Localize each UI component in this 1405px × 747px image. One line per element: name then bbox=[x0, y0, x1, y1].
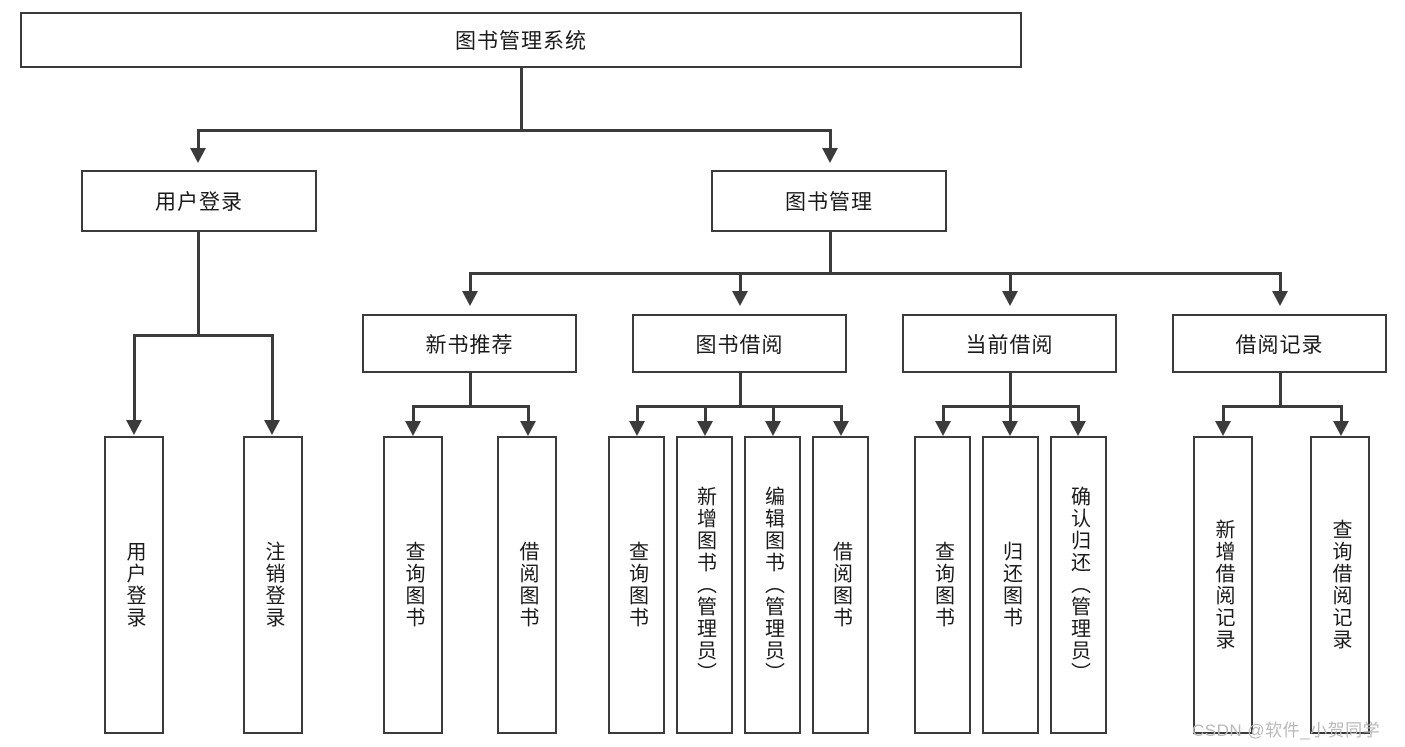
node-label: 图书管理 bbox=[785, 191, 873, 214]
arrow-to-leaf-query-book-1 bbox=[405, 421, 421, 436]
connector-root-bus bbox=[197, 129, 832, 132]
connector-drop-book-borrow bbox=[739, 272, 742, 292]
connector-drop-nbr-1 bbox=[412, 405, 415, 422]
csdn-watermark: CSDN @软件_小贺同学 bbox=[1192, 721, 1381, 740]
connector-drop-cb-1 bbox=[942, 405, 945, 422]
leaf-label: 注销登录 bbox=[262, 541, 284, 629]
connector-borrow-record-stem bbox=[1279, 373, 1282, 406]
leaf-query-book-1[interactable]: 查询图书 bbox=[383, 436, 443, 734]
leaf-label: 查询图书 bbox=[931, 541, 954, 629]
leaf-return-book[interactable]: 归还图书 bbox=[982, 436, 1039, 734]
connector-drop-bb-2 bbox=[704, 405, 707, 422]
arrow-to-leaf-query-book-3 bbox=[935, 421, 951, 436]
node-label: 图书管理系统 bbox=[455, 30, 587, 53]
connector-drop-br-2 bbox=[1340, 405, 1343, 422]
leaf-label: 借阅图书 bbox=[829, 541, 852, 629]
leaf-user-login[interactable]: 用户登录 bbox=[104, 436, 164, 734]
connector-drop-cb-3 bbox=[1077, 405, 1080, 422]
connector-drop-br-1 bbox=[1222, 405, 1225, 422]
arrow-to-leaf-logout-login bbox=[264, 420, 280, 435]
node-label: 借阅记录 bbox=[1235, 333, 1324, 357]
node-book-management[interactable]: 图书管理 bbox=[711, 170, 947, 232]
connector-user-login-drop-2 bbox=[271, 334, 274, 421]
connector-book-management-stem bbox=[829, 232, 832, 273]
connector-drop-bb-3 bbox=[772, 405, 775, 422]
connector-new-book-recommend-stem bbox=[469, 373, 472, 406]
node-new-book-recommend[interactable]: 新书推荐 bbox=[362, 314, 577, 373]
arrow-to-new-book-recommend bbox=[462, 291, 478, 306]
leaf-query-book-3[interactable]: 查询图书 bbox=[914, 436, 971, 734]
connector-user-login-stem bbox=[197, 232, 200, 335]
leaf-label: 确认归还（管理员） bbox=[1067, 486, 1090, 684]
connector-drop-borrow-record bbox=[1279, 272, 1282, 292]
arrow-to-current-borrow bbox=[1002, 291, 1018, 306]
arrow-to-leaf-edit-book bbox=[765, 421, 781, 436]
leaf-label: 查询图书 bbox=[402, 541, 424, 629]
node-label: 当前借阅 bbox=[965, 333, 1054, 357]
node-book-management-system[interactable]: 图书管理系统 bbox=[20, 12, 1022, 68]
leaf-query-record[interactable]: 查询借阅记录 bbox=[1310, 436, 1370, 734]
connector-borrow-record-bus bbox=[1222, 405, 1340, 408]
leaf-label: 编辑图书（管理员） bbox=[761, 486, 784, 684]
leaf-add-record[interactable]: 新增借阅记录 bbox=[1193, 436, 1253, 734]
node-book-borrow[interactable]: 图书借阅 bbox=[632, 314, 847, 373]
leaf-label: 归还图书 bbox=[999, 541, 1022, 629]
node-current-borrow[interactable]: 当前借阅 bbox=[902, 314, 1117, 373]
arrow-to-leaf-add-record bbox=[1215, 421, 1231, 436]
arrow-to-leaf-add-book bbox=[697, 421, 713, 436]
node-label: 新书推荐 bbox=[425, 333, 514, 357]
arrow-to-user-login bbox=[190, 148, 206, 163]
connector-root-to-book-management bbox=[829, 129, 832, 149]
connector-root-to-user-login bbox=[197, 129, 200, 149]
arrow-to-leaf-query-record bbox=[1333, 421, 1349, 436]
leaf-label: 查询借阅记录 bbox=[1329, 519, 1351, 651]
leaf-confirm-return[interactable]: 确认归还（管理员） bbox=[1050, 436, 1107, 734]
connector-new-book-recommend-bus bbox=[412, 405, 527, 408]
connector-drop-nbr-2 bbox=[527, 405, 530, 422]
connector-user-login-drop-1 bbox=[133, 334, 136, 421]
arrow-to-leaf-user-login bbox=[126, 420, 142, 435]
arrow-to-book-borrow bbox=[732, 291, 748, 306]
leaf-label: 用户登录 bbox=[123, 541, 145, 629]
node-label: 图书借阅 bbox=[695, 333, 784, 357]
leaf-logout-login[interactable]: 注销登录 bbox=[243, 436, 303, 734]
leaf-query-book-2[interactable]: 查询图书 bbox=[608, 436, 665, 734]
connector-drop-bb-1 bbox=[636, 405, 639, 422]
connector-root-stem bbox=[520, 68, 523, 130]
arrow-to-leaf-query-book-2 bbox=[629, 421, 645, 436]
connector-book-borrow-stem bbox=[739, 373, 742, 406]
connector-drop-new-book-recommend bbox=[469, 272, 472, 292]
connector-drop-cb-2 bbox=[1009, 405, 1012, 422]
arrow-to-borrow-record bbox=[1272, 291, 1288, 306]
connector-book-management-bus bbox=[469, 272, 1281, 275]
leaf-label: 借阅图书 bbox=[516, 541, 538, 629]
node-user-login[interactable]: 用户登录 bbox=[81, 170, 317, 232]
leaf-label: 新增图书（管理员） bbox=[693, 486, 716, 684]
leaf-borrow-book-1[interactable]: 借阅图书 bbox=[497, 436, 557, 734]
leaf-add-book[interactable]: 新增图书（管理员） bbox=[676, 436, 733, 734]
arrow-to-leaf-borrow-book-2 bbox=[833, 421, 849, 436]
arrow-to-leaf-borrow-book-1 bbox=[520, 421, 536, 436]
leaf-label: 新增借阅记录 bbox=[1212, 519, 1234, 651]
node-borrow-record[interactable]: 借阅记录 bbox=[1172, 314, 1387, 373]
connector-drop-bb-4 bbox=[840, 405, 843, 422]
leaf-edit-book[interactable]: 编辑图书（管理员） bbox=[744, 436, 801, 734]
connector-drop-current-borrow bbox=[1009, 272, 1012, 292]
connector-current-borrow-stem bbox=[1009, 373, 1012, 406]
leaf-borrow-book-2[interactable]: 借阅图书 bbox=[812, 436, 869, 734]
arrow-to-leaf-confirm-return bbox=[1070, 421, 1086, 436]
node-label: 用户登录 bbox=[155, 191, 243, 214]
arrow-to-leaf-return-book bbox=[1002, 421, 1018, 436]
connector-book-borrow-bus bbox=[636, 405, 840, 408]
leaf-label: 查询图书 bbox=[625, 541, 648, 629]
arrow-to-book-management bbox=[822, 148, 838, 163]
connector-user-login-bus bbox=[133, 334, 271, 337]
